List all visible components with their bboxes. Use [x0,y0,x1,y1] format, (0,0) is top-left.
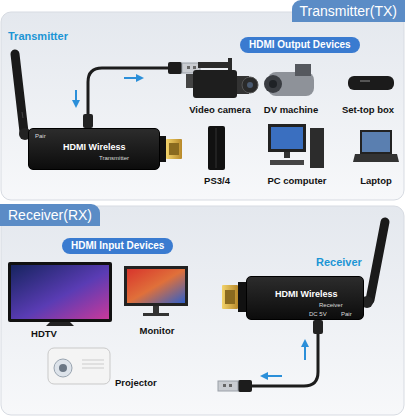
device-label: HDTV [31,328,57,339]
device-text: HDMI Wireless [275,289,337,299]
tx-antenna [15,54,31,140]
tx-panel [1,12,404,200]
button-label: Pair [341,311,352,318]
pill-text: HDMI Input Devices [71,240,164,252]
monitor-icon [124,266,188,316]
device-label: PC computer [267,175,326,186]
section-tab: Transmitter(TX) [292,0,405,22]
device-label: Laptop [360,175,392,186]
rx-usb-cable [218,320,323,392]
rx-panel: Receiver(RX) HDMI Input DevicesHDMI Wirel… [0,204,405,416]
device-label: Monitor [140,325,175,336]
device-name: Receiver [316,256,362,269]
dv-machine-icon [264,64,314,96]
device-label: Projector [115,377,157,388]
section-pill: HDMI Output Devices [240,37,360,53]
rx-panel [1,206,404,415]
port-label: DC 5V [309,311,327,318]
video-camera-icon [186,58,258,98]
tx-hdmi-plug [158,136,182,162]
pill-text: HDMI Output Devices [249,39,351,51]
device-text: HDMI Wireless [63,142,125,152]
hdtv-icon [8,262,112,326]
device-label: Video camera [189,104,251,115]
rx-antenna [361,222,385,308]
receiver-dongle: HDMI WirelessReceiver DC 5V Pair [246,276,364,320]
flow-arrow [72,74,144,108]
ps-console-icon [208,126,225,170]
device-text: Transmitter [99,155,129,162]
button-label: Pair [35,133,46,140]
pc-icon [268,124,324,168]
rx-hdmi-plug [222,282,246,312]
set-top-box-icon [348,76,394,90]
device-label: Set-top box [342,104,394,115]
device-label: PS3/4 [204,175,230,186]
transmitter-dongle: HDMI WirelessTransmitter Pair [28,128,160,170]
device-name: Transmitter [8,30,68,43]
device-label: DV machine [264,104,318,115]
flow-arrow [260,339,309,380]
laptop-icon [353,130,399,162]
tx-usb-cable [83,62,200,128]
device-text: Receiver [319,302,343,309]
section-pill: HDMI Input Devices [62,238,173,254]
projector-icon [48,348,110,384]
section-tab: Receiver(RX) [0,204,100,226]
